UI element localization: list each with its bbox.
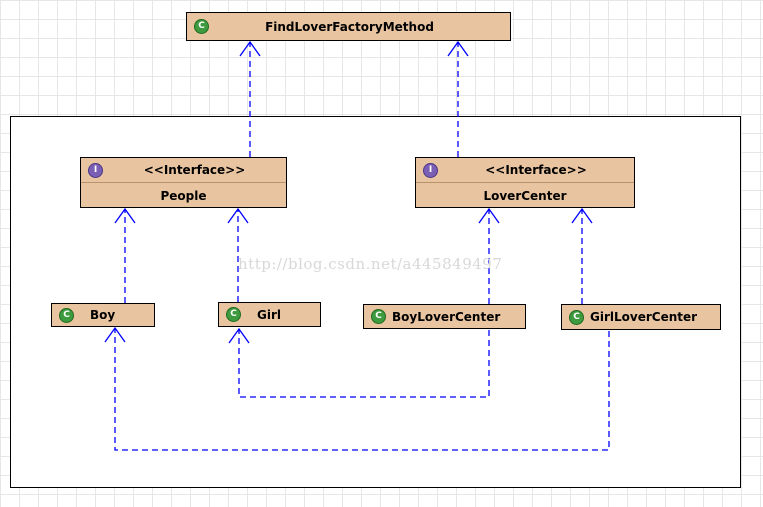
interface-name: People: [160, 189, 207, 203]
edge-boylovercenter-to-girl: [238, 329, 490, 398]
arrowhead-people-left: [114, 207, 136, 224]
interface-icon: I: [423, 162, 438, 178]
arrowhead-girl: [228, 327, 250, 344]
arrowhead-lovercenter-left: [478, 207, 500, 224]
arrowhead-factory-right: [447, 40, 469, 57]
class-icon: C: [59, 307, 74, 323]
arrowhead-lovercenter-right: [571, 207, 593, 224]
class-name: BoyLoverCenter: [392, 309, 501, 324]
interface-people[interactable]: I <<Interface>> People: [80, 157, 287, 208]
class-name: GirlLoverCenter: [590, 310, 698, 324]
arrowhead-people-right: [227, 207, 249, 224]
interface-icon: I: [88, 162, 103, 178]
class-boylovercenter[interactable]: C BoyLoverCenter: [363, 304, 526, 329]
class-icon: C: [226, 307, 241, 322]
class-girl[interactable]: C Girl: [218, 302, 321, 327]
class-icon: C: [371, 309, 386, 324]
class-name: FindLoverFactoryMethod: [265, 19, 434, 34]
class-girllovercenter[interactable]: C GirlLoverCenter: [561, 304, 721, 330]
interface-name: LoverCenter: [483, 189, 567, 203]
class-name: Boy: [90, 308, 116, 322]
class-icon: C: [569, 309, 584, 325]
edge-girllovercenter-to-boy: [114, 328, 610, 451]
class-boy[interactable]: C Boy: [51, 303, 155, 327]
class-name: Girl: [257, 307, 281, 322]
arrowhead-boy: [104, 326, 126, 343]
arrowhead-factory-left: [239, 40, 261, 57]
class-findloverfactorymethod[interactable]: C FindLoverFactoryMethod: [186, 12, 511, 41]
class-icon: C: [194, 19, 209, 34]
watermark-text: http://blog.csdn.net/a445849497: [238, 255, 503, 273]
interface-stereotype: <<Interface>>: [143, 163, 246, 177]
interface-lovercenter[interactable]: I <<Interface>> LoverCenter: [415, 157, 635, 208]
interface-stereotype: <<Interface>>: [485, 163, 587, 177]
